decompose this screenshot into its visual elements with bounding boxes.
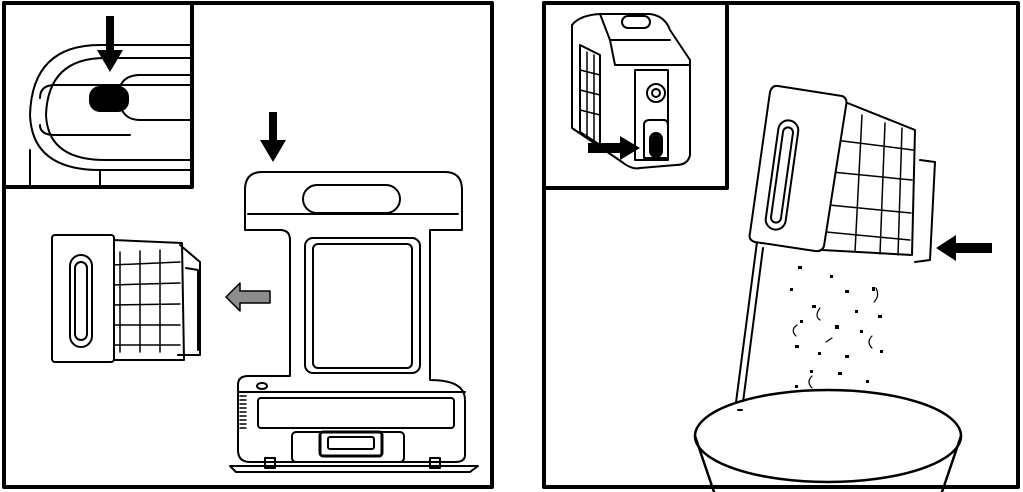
falling-hair xyxy=(793,288,877,398)
bin-front-cover xyxy=(52,235,114,362)
dust-bin-emptying xyxy=(735,86,935,410)
carry-handle xyxy=(303,185,400,213)
release-button xyxy=(90,87,128,111)
left-panel xyxy=(4,3,492,487)
bin-latch xyxy=(650,133,662,157)
dust-bin-removed xyxy=(52,235,200,362)
arrow-down-icon xyxy=(260,112,286,162)
bin-filter-grid xyxy=(112,250,180,352)
bin-front-cover xyxy=(750,86,847,251)
arrow-left-icon xyxy=(226,283,270,311)
right-inset xyxy=(544,3,727,188)
bin-slot xyxy=(320,432,382,456)
trash-can xyxy=(695,390,961,492)
arrow-left-icon xyxy=(936,235,992,261)
right-panel xyxy=(544,3,1018,492)
robot-body xyxy=(230,172,478,472)
trash-can-rim xyxy=(695,390,961,482)
vent-slots xyxy=(240,396,246,428)
left-inset xyxy=(4,3,192,187)
